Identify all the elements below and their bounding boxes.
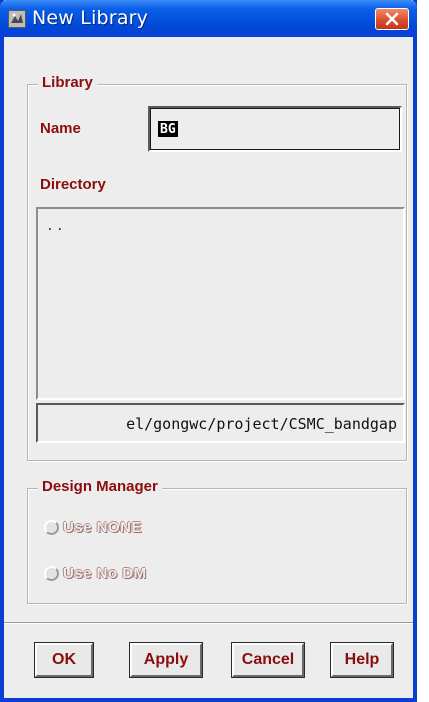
use-none-radio-row[interactable]: Use NONE bbox=[44, 519, 142, 536]
design-manager-group: Design Manager bbox=[27, 478, 407, 604]
directory-path-input[interactable]: el/gongwc/project/CSMC_bandgap bbox=[36, 403, 405, 443]
apply-button[interactable]: Apply bbox=[129, 642, 203, 678]
use-no-dm-radio-row[interactable]: Use No DM bbox=[44, 565, 147, 582]
cancel-button[interactable]: Cancel bbox=[231, 642, 305, 678]
directory-path-value: el/gongwc/project/CSMC_bandgap bbox=[126, 415, 397, 433]
directory-label: Directory bbox=[40, 176, 106, 193]
help-button[interactable]: Help bbox=[330, 642, 394, 678]
directory-list-item[interactable]: .. bbox=[46, 219, 66, 234]
ok-button[interactable]: OK bbox=[34, 642, 94, 678]
close-button[interactable] bbox=[375, 8, 409, 30]
use-none-label: Use NONE bbox=[63, 519, 143, 536]
app-icon bbox=[8, 10, 26, 28]
library-group-legend: Library bbox=[38, 74, 97, 91]
library-group: Library bbox=[27, 74, 407, 461]
window-title: New Library bbox=[32, 7, 149, 29]
name-input[interactable]: BG bbox=[148, 106, 402, 152]
name-label: Name bbox=[40, 120, 81, 137]
title-bar[interactable]: New Library bbox=[0, 0, 417, 37]
name-input-value: BG bbox=[158, 121, 178, 137]
design-manager-group-legend: Design Manager bbox=[38, 478, 162, 495]
use-none-radio[interactable] bbox=[44, 520, 59, 535]
button-separator bbox=[4, 622, 413, 624]
directory-list[interactable]: .. bbox=[36, 207, 405, 400]
close-icon bbox=[385, 12, 399, 26]
new-library-dialog: New Library Library Name BG Directory ..… bbox=[0, 0, 417, 702]
use-no-dm-radio[interactable] bbox=[44, 566, 59, 581]
use-no-dm-label: Use No DM bbox=[63, 565, 147, 582]
